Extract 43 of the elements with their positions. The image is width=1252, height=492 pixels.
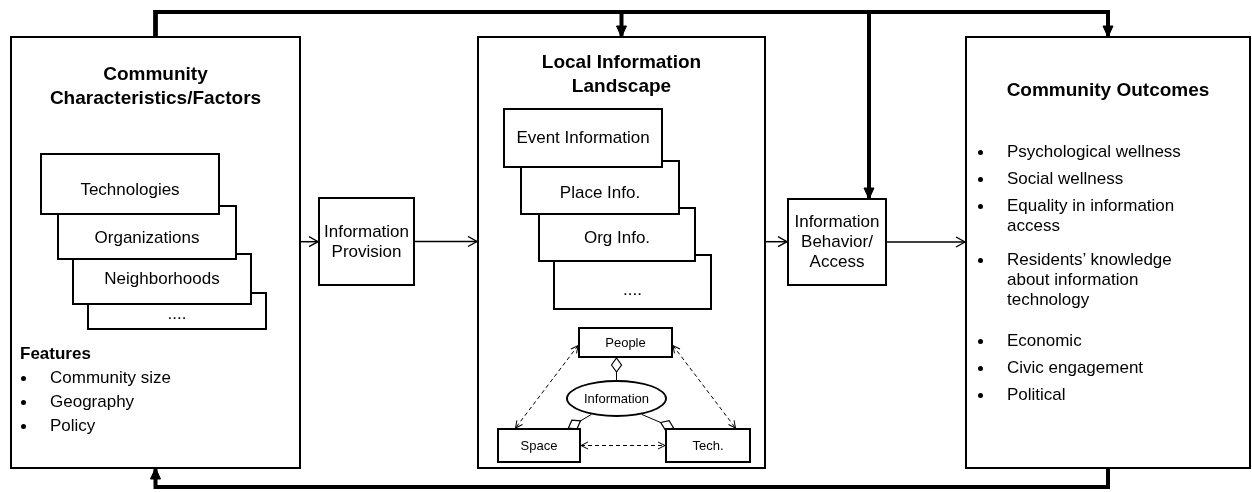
stacked-card: Place Info. <box>520 168 680 215</box>
arrow <box>580 441 666 450</box>
subheading: Features <box>20 344 91 364</box>
process-box: Space <box>497 428 581 463</box>
stacked-card: .... <box>87 305 267 330</box>
ellipse-node: Information <box>566 380 667 417</box>
bullet-item: Economic <box>1007 331 1082 350</box>
bullet-item: Community size <box>50 368 171 387</box>
process-box: Information Provision <box>318 197 415 286</box>
bullet-item: Social wellness <box>1007 169 1124 188</box>
stacked-card: Technologies <box>40 153 220 215</box>
stacked-card: Neighborhoods <box>72 260 252 305</box>
aggregation-line <box>610 357 623 381</box>
bullet-item: Psychological wellness <box>1007 142 1181 161</box>
stacked-card: Org Info. <box>538 215 696 262</box>
arrow <box>150 467 1110 489</box>
process-box: Information Behavior/ Access <box>787 198 887 286</box>
bullet-item: Policy <box>50 416 96 435</box>
arrow <box>300 236 319 248</box>
panel-heading: Community Outcomes <box>1005 78 1211 102</box>
section-panel <box>965 36 1251 469</box>
bullet-item: Equality in information access <box>1007 196 1175 235</box>
arrow <box>414 235 478 248</box>
stacked-card: .... <box>553 262 712 310</box>
process-box: Tech. <box>665 428 751 463</box>
process-box: People <box>578 327 673 358</box>
bullet-item: Geography <box>50 392 135 411</box>
panel-heading: Local Information Landscape <box>540 50 703 98</box>
arrow <box>886 236 966 248</box>
aggregation-line <box>641 414 675 431</box>
bullet-item: Political <box>1007 385 1066 404</box>
bullet-item: Residents’ knowledge about information technology <box>1007 250 1172 309</box>
aggregation-line <box>567 414 592 430</box>
section-panel <box>10 36 301 469</box>
stacked-card: Organizations <box>57 215 237 260</box>
panel-heading: Community Characteristics/Factors <box>48 62 263 110</box>
arrow <box>153 10 875 200</box>
arrow <box>672 345 736 429</box>
stacked-card: Event Information <box>503 108 663 168</box>
arrow <box>765 236 788 248</box>
bullet-item: Civic engagement <box>1007 358 1144 377</box>
arrow <box>515 345 579 429</box>
section-panel <box>477 36 766 469</box>
